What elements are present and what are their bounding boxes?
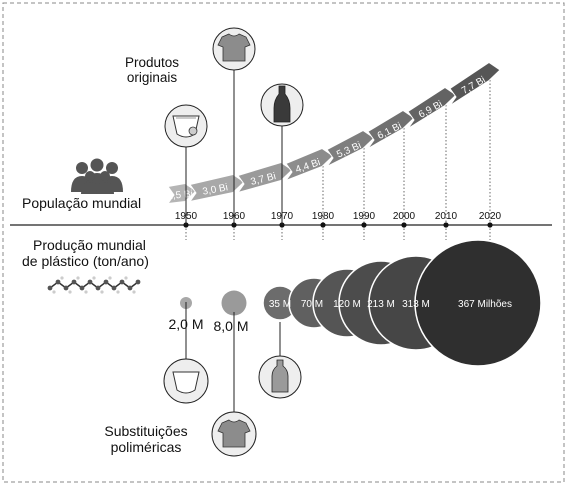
plastic-value-2010: 313 M — [402, 299, 430, 310]
plastic-bubble-2020 — [414, 239, 542, 367]
year-dot-2000 — [401, 222, 407, 228]
plastic-value-1990: 120 M — [333, 299, 361, 310]
people-group-icon — [71, 158, 123, 194]
population-arrow-1950 — [166, 182, 197, 205]
year-dot-1990 — [361, 222, 367, 228]
year-dot-2020 — [487, 222, 493, 228]
population-arrow-1970 — [236, 161, 293, 194]
population-arrow-1990 — [326, 129, 375, 167]
year-label-1980: 1980 — [312, 211, 335, 222]
polymer-substitutes-label-1: Substituições — [104, 423, 187, 439]
year-label-1990: 1990 — [353, 211, 376, 222]
population-value-1960: 3,0 Bi — [202, 182, 229, 198]
population-value-1950: 2,5 Bi — [167, 189, 193, 202]
population-arrow-2000 — [367, 109, 415, 149]
plastic-value-1960: 8,0 M — [213, 318, 248, 334]
plastic-bubbles — [180, 239, 542, 367]
polymer-substitutes-label-2: poliméricas — [111, 439, 182, 455]
year-dot-2010 — [443, 222, 449, 228]
plastic-production-label-2: de plástico (ton/ano) — [22, 253, 149, 269]
value-labels: 2,0 M 8,0 M 35 M 70 M 120 M 213 M 313 M 367 Mil… — [168, 299, 511, 334]
soda-drawing — [273, 85, 291, 123]
plastic-value-2000: 213 M — [367, 299, 395, 310]
plastic-tshirt-drawing — [217, 419, 251, 448]
population-arrow-2020 — [449, 61, 501, 106]
original-products-label-1: Produtos — [125, 55, 179, 70]
plastic-value-2020: 367 Milhões — [458, 299, 512, 310]
plastic-value-1970: 35 M — [269, 299, 291, 310]
plastic-bubble-1960 — [221, 290, 247, 316]
frame — [2, 2, 565, 483]
population-arrow-1960 — [188, 173, 245, 203]
diaper-drawing — [172, 115, 200, 138]
plastic-value-1980: 70 M — [301, 299, 323, 310]
year-label-2020: 2020 — [479, 211, 502, 222]
year-label-2000: 2000 — [393, 211, 416, 222]
original-products-label-2: originais — [127, 70, 178, 85]
year-dot-1980 — [320, 222, 326, 228]
population-arrow-2010 — [407, 86, 457, 129]
population-label: População mundial — [22, 195, 141, 211]
population-arrow-1980 — [284, 147, 334, 182]
pet-bottle-drawing — [271, 359, 289, 393]
plastic-production-label-1: Produção mundial — [33, 237, 146, 253]
polymer-chain-icon — [47, 276, 141, 294]
plastic-diaper-drawing — [172, 371, 200, 394]
tshirt-drawing — [217, 33, 251, 62]
year-label-2010: 2010 — [435, 211, 458, 222]
plastic-value-1950: 2,0 M — [168, 316, 203, 332]
